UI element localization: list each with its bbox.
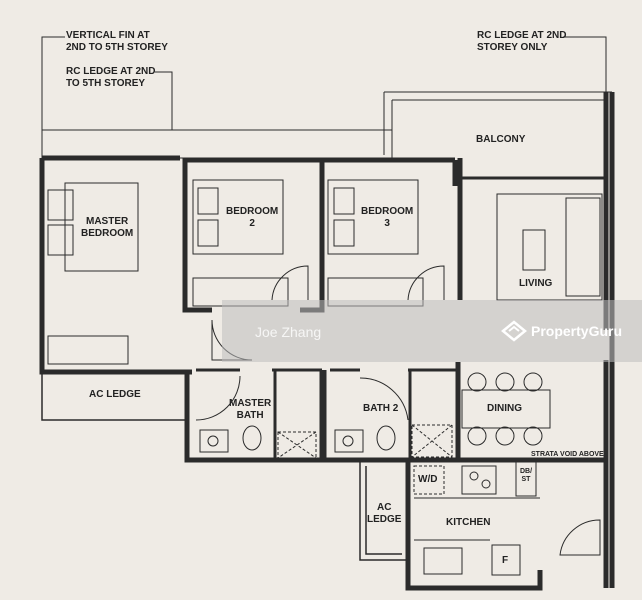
propertyguru-logo-text: PropertyGuru xyxy=(531,323,623,339)
balcony-ledge xyxy=(383,91,612,155)
propertyguru-logo: PropertyGuru xyxy=(501,320,622,342)
leader-rc-ledge-2nd xyxy=(563,36,607,92)
watermark-bar xyxy=(222,300,642,362)
fridge-label: F xyxy=(502,555,509,566)
bath-walls xyxy=(184,362,461,463)
rc-ledge-note: RC LEDGE AT 2ND TO 5TH STOREY xyxy=(66,66,156,89)
basin-bath2 xyxy=(334,429,364,453)
washer-dryer-label: W/D xyxy=(418,474,438,485)
room-bedroom3: BEDROOM 3 xyxy=(361,206,414,229)
fridge-box xyxy=(491,544,521,576)
room-dining: DINING xyxy=(487,403,522,414)
door-bed3 xyxy=(407,265,445,301)
rc-ledge-strip xyxy=(41,129,393,159)
dining-table xyxy=(461,389,551,429)
bath-inner xyxy=(196,368,458,460)
room-living: LIVING xyxy=(519,278,553,289)
shower-master xyxy=(277,431,317,459)
db-st-box xyxy=(515,461,537,497)
door-main xyxy=(559,519,601,556)
wall-bed3 xyxy=(318,157,458,186)
shower-bath2 xyxy=(411,424,453,458)
wc-master xyxy=(242,425,262,451)
ac-ledge-kitchen xyxy=(359,460,408,561)
basin-master xyxy=(199,429,229,453)
wc-bath2 xyxy=(376,425,396,451)
kitchen-walls xyxy=(405,457,606,591)
rc-ledge-2nd-note: RC LEDGE AT 2ND STOREY ONLY xyxy=(477,30,567,53)
leader-rc-ledge xyxy=(155,71,173,130)
strata-void-note: STRATA VOID ABOVE xyxy=(531,451,604,458)
bedroom3-bed xyxy=(327,179,419,255)
door-master-bath xyxy=(195,375,241,421)
door-bed2 xyxy=(271,265,309,301)
room-balcony: BALCONY xyxy=(476,134,526,145)
room-master-bedroom: MASTER BEDROOM xyxy=(81,216,134,239)
propertyguru-logo-icon xyxy=(501,320,527,342)
db-st-label: DB/ST xyxy=(519,468,533,483)
kitchen-sink xyxy=(423,547,463,575)
room-master-bath: MASTER BATH xyxy=(229,398,272,421)
room-ac-ledge: AC LEDGE xyxy=(89,389,141,400)
leader-vertical-fin xyxy=(41,36,65,130)
master-bed xyxy=(64,182,139,272)
watermark-agent-name: Joe Zhang xyxy=(255,324,322,340)
room-bedroom2: BEDROOM 2 xyxy=(226,206,279,229)
room-ac-ledge-kitchen: AC LEDGE xyxy=(367,502,402,525)
room-kitchen: KITCHEN xyxy=(446,517,491,528)
coffee-table xyxy=(522,229,546,271)
counter-top xyxy=(414,497,540,541)
vertical-fin-note: VERTICAL FIN AT 2ND TO 5TH STOREY xyxy=(66,30,168,53)
bedroom2-bed xyxy=(192,179,284,255)
door-bath2 xyxy=(359,377,409,421)
hob xyxy=(461,465,497,495)
room-bath2: BATH 2 xyxy=(363,403,399,414)
washer-dryer-box xyxy=(413,465,445,495)
